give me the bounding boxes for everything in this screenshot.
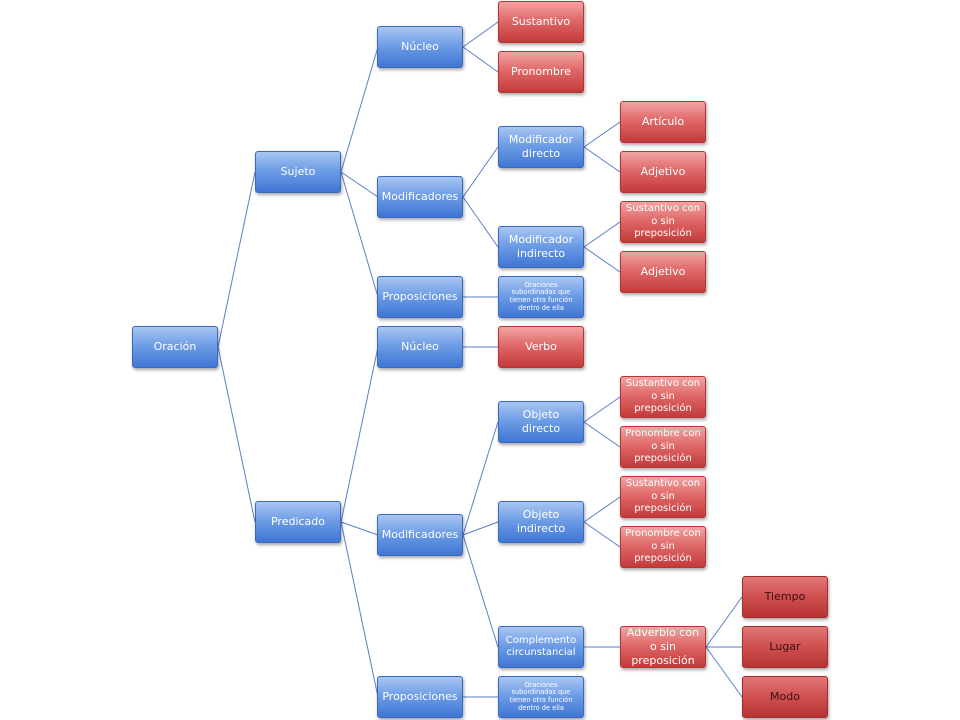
node-predicado-oraciones-subordinadas: Oraciones subordinadas que tienen otra f…: [498, 676, 584, 718]
node-oi-pronombre: Pronombre con o sin preposición: [620, 526, 706, 568]
node-modificador-directo: Modificador directo: [498, 126, 584, 168]
node-predicado-nucleo: Núcleo: [377, 326, 463, 368]
node-modo: Modo: [742, 676, 828, 718]
node-objeto-indirecto: Objeto indirecto: [498, 501, 584, 543]
node-sujeto-proposiciones: Proposiciones: [377, 276, 463, 318]
node-modificador-indirecto: Modificador indirecto: [498, 226, 584, 268]
node-oi-sustantivo: Sustantivo con o sin preposición: [620, 476, 706, 518]
node-objeto-directo: Objeto directo: [498, 401, 584, 443]
node-od-pronombre: Pronombre con o sin preposición: [620, 426, 706, 468]
node-adjetivo-indirecto: Adjetivo: [620, 251, 706, 293]
node-predicado-modificadores: Modificadores: [377, 514, 463, 556]
node-sustantivo: Sustantivo: [498, 1, 584, 43]
node-adjetivo-directo: Adjetivo: [620, 151, 706, 193]
node-adverbio: Adverbio con o sin preposición: [620, 626, 706, 668]
node-lugar: Lugar: [742, 626, 828, 668]
node-sujeto-oraciones-subordinadas: Oraciones subordinadas que tienen otra f…: [498, 276, 584, 318]
node-sujeto-modificadores: Modificadores: [377, 176, 463, 218]
node-oracion: Oración: [132, 326, 218, 368]
node-sustantivo-preposicion-indirecto: Sustantivo con o sin preposición: [620, 201, 706, 243]
node-sujeto: Sujeto: [255, 151, 341, 193]
node-od-sustantivo: Sustantivo con o sin preposición: [620, 376, 706, 418]
node-verbo: Verbo: [498, 326, 584, 368]
node-predicado-proposiciones: Proposiciones: [377, 676, 463, 718]
node-predicado: Predicado: [255, 501, 341, 543]
node-complemento-circunstancial: Complemento circunstancial: [498, 626, 584, 668]
node-pronombre: Pronombre: [498, 51, 584, 93]
node-sujeto-nucleo: Núcleo: [377, 26, 463, 68]
node-articulo: Artículo: [620, 101, 706, 143]
node-tiempo: Tiempo: [742, 576, 828, 618]
